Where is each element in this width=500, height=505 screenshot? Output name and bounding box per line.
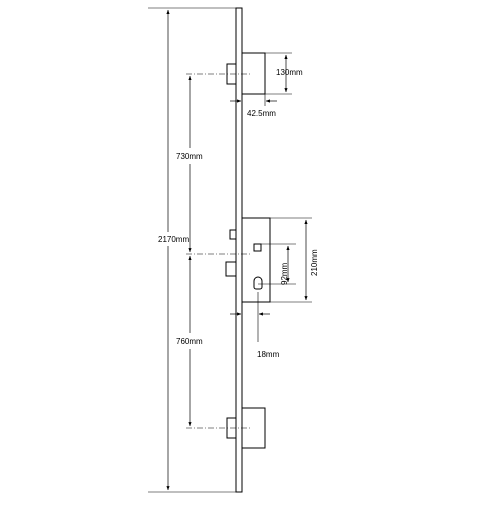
dimension-overall-height: 2170mm <box>148 7 236 493</box>
bottom-hook-bolt <box>186 407 266 449</box>
dimension-case-height: 210mm <box>270 217 319 303</box>
lock-case <box>186 217 271 303</box>
hook-backset-label: 42.5mm <box>247 109 276 118</box>
centre-distance-label: 92mm <box>280 262 289 285</box>
upper-spacing-label: 730mm <box>176 152 203 161</box>
hook-width-label: 130mm <box>276 68 303 77</box>
dimension-hook-backset: 42.5mm <box>230 94 277 118</box>
case-height-label: 210mm <box>310 249 319 276</box>
overall-height-label: 2170mm <box>158 235 189 244</box>
top-hook-bolt <box>186 52 266 95</box>
dimension-hook-width: 130mm <box>265 52 303 95</box>
lower-spacing-label: 760mm <box>176 337 203 346</box>
dimension-centre-distance: 92mm <box>258 243 296 285</box>
dimension-lower-spacing: 760mm <box>176 255 203 427</box>
cylinder-backset-label: 18mm <box>257 350 280 359</box>
latch <box>229 229 237 240</box>
euro-cylinder-hole <box>253 276 263 290</box>
faceplate <box>235 7 243 493</box>
dimension-cylinder-backset: 18mm <box>230 292 280 359</box>
deadbolt <box>225 261 237 277</box>
spindle-square <box>253 243 262 252</box>
dimension-upper-spacing: 730mm <box>176 75 203 253</box>
